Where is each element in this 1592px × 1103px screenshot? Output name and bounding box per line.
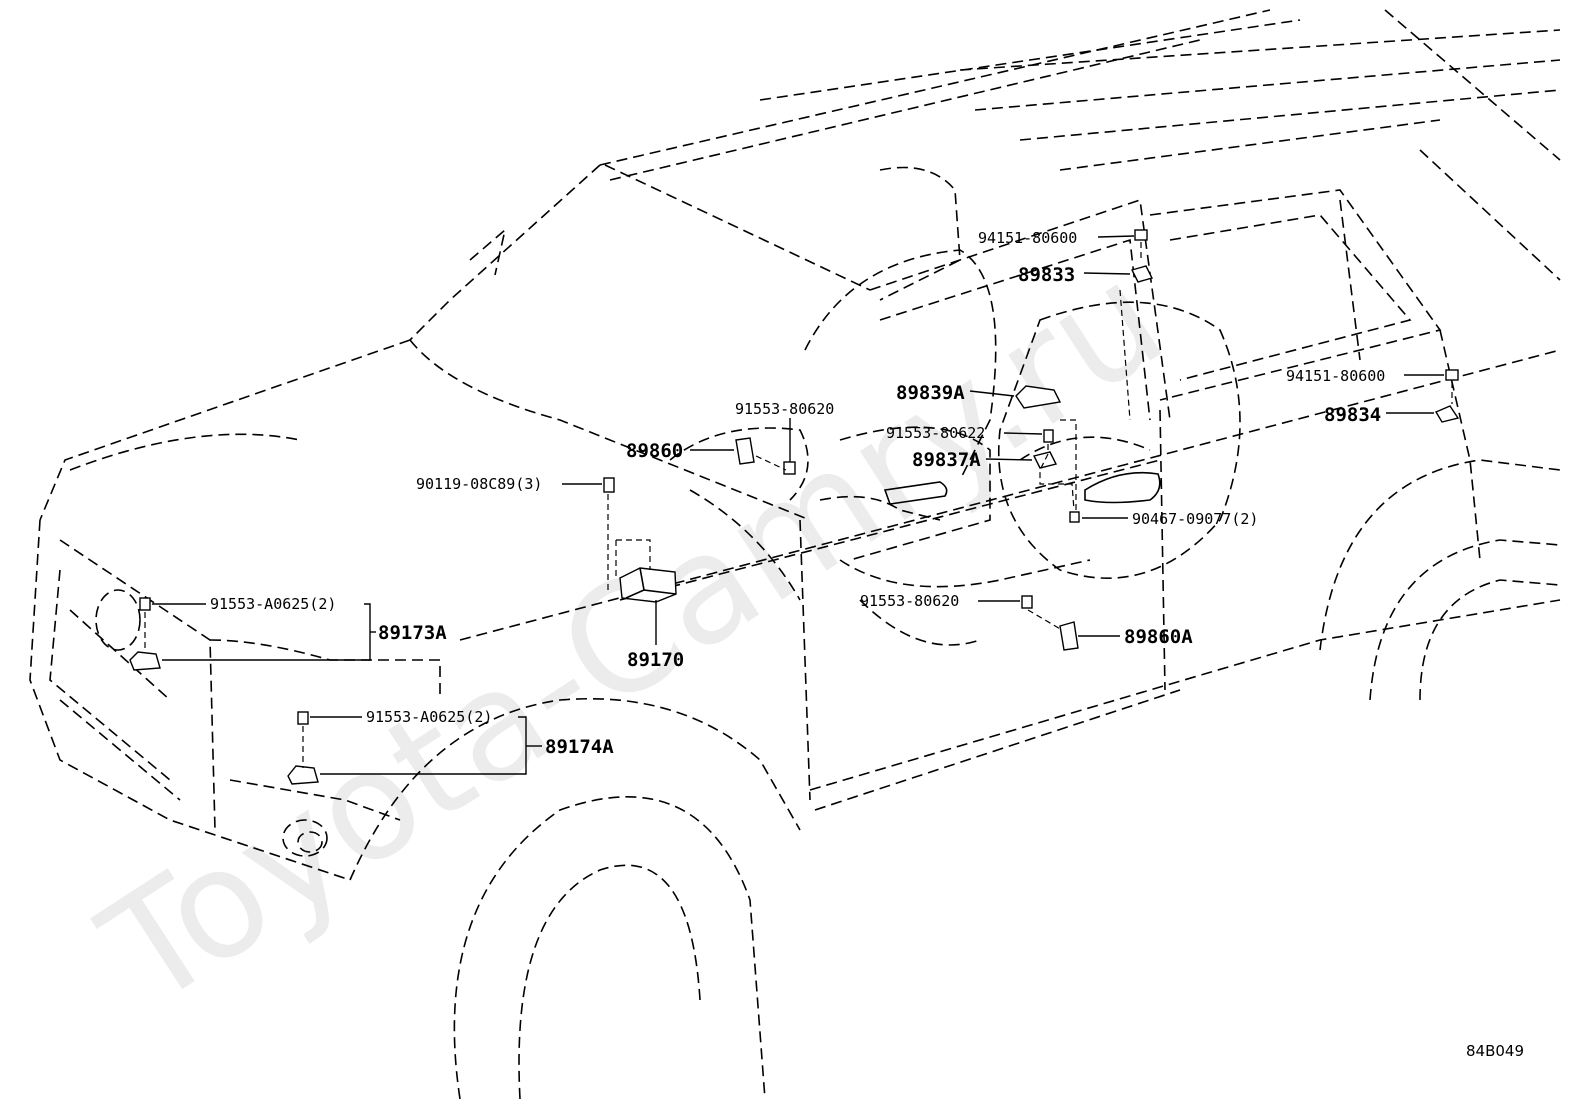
sensor-89860: [735, 437, 755, 465]
clip-90467: [1069, 511, 1080, 523]
sensor-89860a: [1059, 621, 1079, 651]
bolt-90119: [603, 477, 615, 493]
diagram-code: 84B049: [1466, 1042, 1524, 1060]
bolt-91553-80620-top: [783, 461, 796, 475]
sensor-89174a: [287, 765, 319, 785]
label-89173a: 89173A: [378, 622, 447, 644]
part-labels: 94151-80600 89833 94151-80600 89834 8983…: [210, 229, 1385, 758]
nut-94151-top: [1134, 229, 1148, 241]
label-90119-08c89: 90119-08C89(3): [416, 475, 542, 493]
sensor-89833: [1130, 265, 1154, 283]
label-91553-80620-low: 91553-80620: [860, 592, 959, 610]
nut-94151-rear: [1445, 369, 1459, 381]
label-91553-a0625-a: 91553-A0625(2): [210, 595, 336, 613]
bolt-91553-80622: [1043, 429, 1054, 443]
label-89837a: 89837A: [912, 449, 981, 471]
label-94151-80600-rear: 94151-80600: [1286, 367, 1385, 385]
label-89833: 89833: [1018, 264, 1075, 286]
label-89174a: 89174A: [545, 736, 614, 758]
sensor-89834: [1434, 405, 1460, 423]
label-91553-80620-top: 91553-80620: [735, 400, 834, 418]
label-89170: 89170: [627, 649, 684, 671]
label-89860: 89860: [626, 440, 683, 462]
label-89860a: 89860A: [1124, 626, 1193, 648]
parts: [129, 229, 1460, 785]
label-94151-80600-top: 94151-80600: [978, 229, 1077, 247]
watermark: Toyota-Camry.ru: [74, 230, 1192, 1041]
sensor-89839a: [1015, 385, 1062, 409]
sensor-89173a: [129, 651, 161, 671]
sensor-89837a: [1032, 451, 1058, 469]
guide-lines: [144, 242, 1453, 768]
bolt-91553-80620-low: [1021, 595, 1033, 609]
bolt-91553-a0625-b: [297, 711, 309, 725]
leader-lines: [152, 235, 1444, 775]
label-91553-a0625-b: 91553-A0625(2): [366, 708, 492, 726]
label-90467-09077: 90467-09077(2): [1132, 510, 1258, 528]
label-89839a: 89839A: [896, 382, 965, 404]
label-89834: 89834: [1324, 404, 1381, 426]
vehicle-outline: [29, 9, 1561, 1100]
bolt-91553-a0625-a: [139, 597, 151, 611]
label-91553-80622: 91553-80622: [886, 424, 985, 442]
